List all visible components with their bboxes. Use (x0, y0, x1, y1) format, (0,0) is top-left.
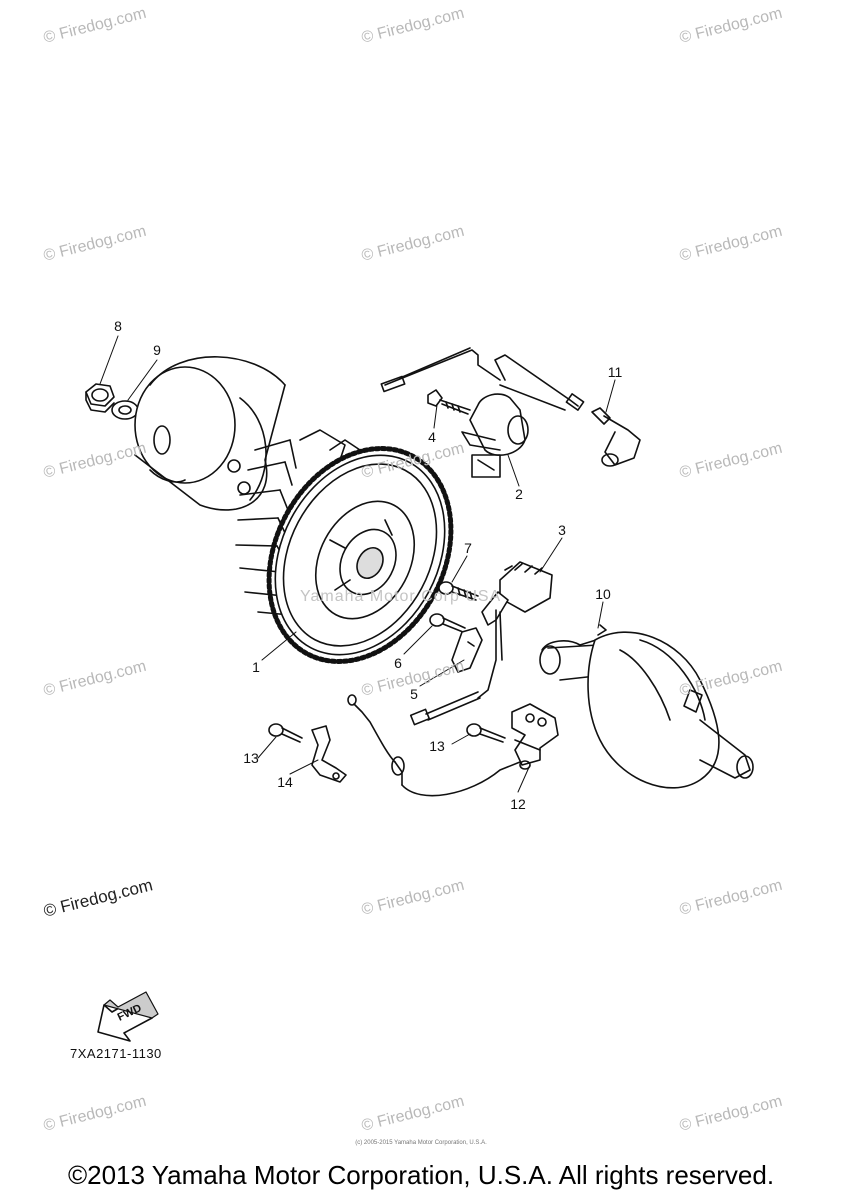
fwd-arrow-icon (97, 991, 159, 1042)
part-8-nut (85, 383, 115, 413)
leader-lines (99, 335, 616, 793)
part-10-crankshaft (539, 624, 754, 789)
part-7-screw (438, 581, 479, 601)
tiny-note: (c) 2005-2015 Yamaha Motor Corporation, … (355, 1140, 487, 1146)
callout-11: 11 (607, 364, 623, 380)
part-5-clamp (451, 627, 483, 673)
callout-8: 8 (114, 318, 122, 334)
part-3-coil (477, 561, 553, 699)
callout-1: 1 (252, 659, 260, 675)
copyright-notice: ©2013 Yamaha Motor Corporation, U.S.A. A… (67, 1160, 775, 1190)
part-6-screw (429, 613, 466, 633)
callout-10: 10 (595, 586, 611, 602)
callout-3: 3 (558, 522, 566, 538)
part-2-ignition-coil (380, 347, 585, 478)
callout-7: 7 (464, 540, 472, 556)
overlay-watermark: Yamaha Motor Corp USA (300, 588, 502, 605)
part-13-bolt-left (268, 723, 303, 743)
part-11-plug-cap (591, 407, 641, 467)
starter-cup (134, 356, 286, 511)
callout-9: 9 (153, 342, 161, 358)
diagram-code: 7XA2171-1130 (70, 1046, 162, 1061)
part-4-bolt (427, 389, 471, 415)
callout-2: 2 (515, 486, 523, 502)
callout-13-left: 13 (243, 750, 259, 766)
part-1-flywheel (235, 429, 454, 664)
part-14-bracket (311, 725, 347, 783)
part-12-sensor (511, 703, 559, 770)
callout-12: 12 (510, 796, 526, 812)
part-13-bolt-right (466, 723, 506, 743)
callout-13-right: 13 (429, 738, 445, 754)
callout-14: 14 (277, 774, 293, 790)
sensor-wire (347, 694, 526, 797)
callout-6: 6 (394, 655, 402, 671)
callout-5: 5 (410, 686, 418, 702)
callout-4: 4 (428, 429, 436, 445)
lead-connector (409, 691, 481, 726)
part-9-washer (111, 400, 139, 420)
